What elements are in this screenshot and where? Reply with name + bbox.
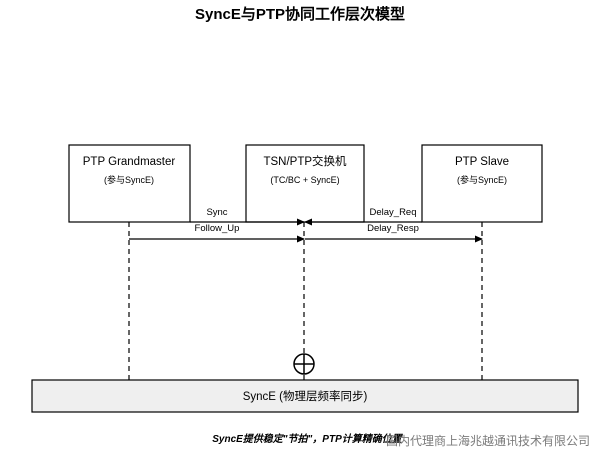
delay-req-label: Delay_Req — [370, 207, 417, 218]
slave-name: PTP Slave — [455, 156, 509, 168]
circle-plus-icon — [293, 353, 315, 375]
caption: SyncE提供稳定"节拍"，PTP计算精确位置 — [212, 433, 404, 445]
follow-up-label: Follow_Up — [195, 223, 240, 234]
synce-bar: SyncE (物理层频率同步) — [31, 379, 579, 413]
watermark: 国内代理商上海兆越通讯技术有限公司 — [386, 433, 590, 448]
diagram-title: SyncE与PTP协同工作层次模型 — [195, 5, 405, 23]
grandmaster-sub: (参与SyncE) — [104, 174, 154, 185]
switch-sub: (TC/BC + SyncE) — [270, 175, 339, 185]
switch-name: TSN/PTP交换机 — [263, 154, 347, 168]
slave-box — [421, 144, 543, 223]
grandmaster-node: PTP Grandmaster (参与SyncE) — [68, 144, 191, 223]
switch-node: TSN/PTP交换机 (TC/BC + SyncE) — [245, 144, 365, 223]
switch-box — [245, 144, 365, 223]
slave-node: PTP Slave (参与SyncE) — [421, 144, 543, 223]
grandmaster-name: PTP Grandmaster — [83, 156, 176, 168]
delay-resp-label: Delay_Resp — [367, 223, 419, 234]
sync-label: Sync — [206, 207, 227, 218]
synce-bar-rect — [31, 379, 579, 413]
slave-sub: (参与SyncE) — [457, 174, 507, 185]
grandmaster-box — [68, 144, 191, 223]
synce-bar-label: SyncE (物理层频率同步) — [243, 389, 368, 403]
